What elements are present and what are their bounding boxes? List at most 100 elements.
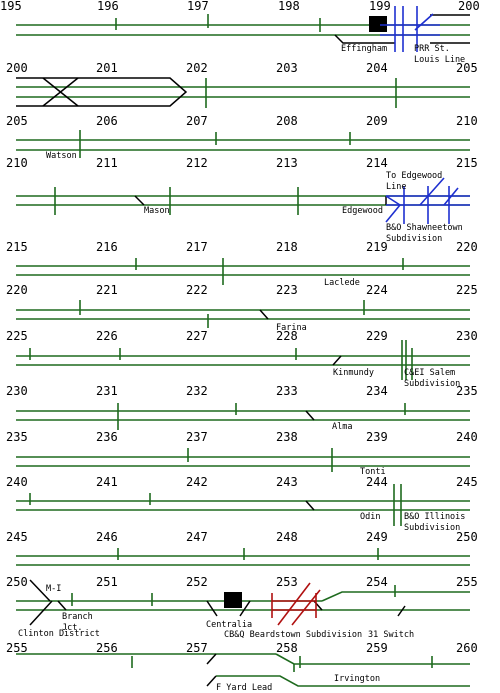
milepost-200b: 200	[6, 61, 28, 75]
milepost-228: 228	[276, 329, 298, 343]
milepost-226: 226	[96, 329, 118, 343]
milepost-252: 252	[186, 575, 208, 589]
station-farina: Farina	[276, 323, 307, 333]
milepost-213: 213	[276, 156, 298, 170]
milepost-212: 212	[186, 156, 208, 170]
label-subdivision-illinois: Subdivision	[404, 523, 460, 533]
row-245-250: 245 246 247 248 249 250	[6, 530, 478, 566]
milepost-247: 247	[186, 530, 208, 544]
row-195-200: 195 196 197 198 199 200 Effingham PRR St…	[0, 0, 480, 65]
milepost-239: 239	[366, 430, 388, 444]
milepost-219: 219	[366, 240, 388, 254]
label-bo-shawneetown: B&O Shawneetown	[386, 223, 463, 233]
row-210-215: 210 211 212 213 214 215 Mason Edgewood T…	[6, 156, 478, 244]
milepost-230: 230	[456, 329, 478, 343]
milepost-235b: 235	[6, 430, 28, 444]
milepost-257: 257	[186, 641, 208, 655]
milepost-229: 229	[366, 329, 388, 343]
milepost-200: 200	[458, 0, 480, 13]
milepost-237: 237	[186, 430, 208, 444]
label-line: Line	[386, 182, 406, 192]
milepost-210: 210	[456, 114, 478, 128]
milepost-255b: 255	[6, 641, 28, 655]
label-csei-salem: C&EI Salem	[404, 368, 455, 378]
milepost-225: 225	[456, 283, 478, 297]
milepost-198: 198	[278, 0, 300, 13]
milepost-206: 206	[96, 114, 118, 128]
row-215-220: 215 216 217 218 219 220 Laclede	[6, 240, 478, 288]
effingham-station-block	[369, 16, 387, 32]
milepost-234: 234	[366, 384, 388, 398]
milepost-210b: 210	[6, 156, 28, 170]
station-alma: Alma	[332, 422, 352, 432]
label-m-i: M-I	[46, 584, 61, 594]
milepost-245b: 245	[6, 530, 28, 544]
milepost-207: 207	[186, 114, 208, 128]
milepost-223: 223	[276, 283, 298, 297]
row-220-225: 220 221 222 223 224 225 Farina	[6, 283, 478, 333]
station-odin: Odin	[360, 512, 380, 522]
row-235-240: 235 236 237 238 239 240 Tonti	[6, 430, 478, 477]
milepost-258: 258	[276, 641, 298, 655]
milepost-246: 246	[96, 530, 118, 544]
station-effingham: Effingham	[341, 44, 387, 54]
row-255-260: 255 256 257 258 259 260 Irvington F Yard…	[6, 641, 478, 693]
label-prr-st: PRR St.	[414, 44, 450, 54]
milepost-204: 204	[366, 61, 388, 75]
label-cbq-beardstown: CB&Q Beardstown Subdivision	[224, 630, 362, 640]
milepost-232: 232	[186, 384, 208, 398]
milepost-217: 217	[186, 240, 208, 254]
milepost-218: 218	[276, 240, 298, 254]
milepost-240: 240	[456, 430, 478, 444]
centralia-station-block	[224, 592, 242, 608]
milepost-249: 249	[366, 530, 388, 544]
milepost-216: 216	[96, 240, 118, 254]
station-irvington: Irvington	[334, 674, 380, 684]
milepost-259: 259	[366, 641, 388, 655]
milepost-225b: 225	[6, 329, 28, 343]
row-230-235: 230 231 232 233 234 235 Alma	[6, 384, 478, 432]
milepost-205: 205	[456, 61, 478, 75]
bo-shawneetown-diamond-icon	[385, 177, 470, 224]
label-31-switch: 31 Switch	[368, 630, 414, 640]
milepost-205b: 205	[6, 114, 28, 128]
milepost-195: 195	[0, 0, 22, 13]
label-bo-illinois: B&O Illinois	[404, 512, 465, 522]
label-clinton-district: Clinton District	[18, 629, 100, 639]
row-225-230: 225 226 227 228 229 230 Kinmundy C&EI Sa…	[6, 329, 478, 389]
station-edgewood: Edgewood	[342, 206, 383, 216]
label-louis-line: Louis Line	[414, 55, 465, 65]
milepost-243: 243	[276, 475, 298, 489]
milepost-196: 196	[97, 0, 119, 13]
milepost-255: 255	[456, 575, 478, 589]
milepost-251: 251	[96, 575, 118, 589]
label-jct: Jct.	[62, 623, 82, 633]
row-200-205: 200 201 202 203 204 205	[6, 61, 478, 108]
milepost-214: 214	[366, 156, 388, 170]
station-watson: Watson	[46, 151, 77, 161]
milepost-240b: 240	[6, 475, 28, 489]
station-tonti: Tonti	[360, 467, 386, 477]
milepost-250b: 250	[6, 575, 28, 589]
milepost-256: 256	[96, 641, 118, 655]
milepost-248: 248	[276, 530, 298, 544]
station-kinmundy: Kinmundy	[333, 368, 374, 378]
station-mason: Mason	[144, 206, 170, 216]
label-subdivision-salem: Subdivision	[404, 379, 460, 389]
milepost-199: 199	[369, 0, 391, 13]
cbq-beardstown-diamond-icon	[271, 582, 321, 626]
milepost-220: 220	[456, 240, 478, 254]
milepost-241: 241	[96, 475, 118, 489]
milepost-197: 197	[187, 0, 209, 13]
milepost-244: 244	[366, 475, 388, 489]
milepost-215b: 215	[6, 240, 28, 254]
milepost-227: 227	[186, 329, 208, 343]
milepost-211: 211	[96, 156, 118, 170]
milepost-236: 236	[96, 430, 118, 444]
milepost-230b: 230	[6, 384, 28, 398]
milepost-215: 215	[456, 156, 478, 170]
milepost-253: 253	[276, 575, 298, 589]
label-f-yard-lead: F Yard Lead	[216, 683, 272, 693]
row-250-255: 250 251 252 253 254 255 M-I Branch Jct. …	[6, 575, 478, 640]
milepost-220b: 220	[6, 283, 28, 297]
